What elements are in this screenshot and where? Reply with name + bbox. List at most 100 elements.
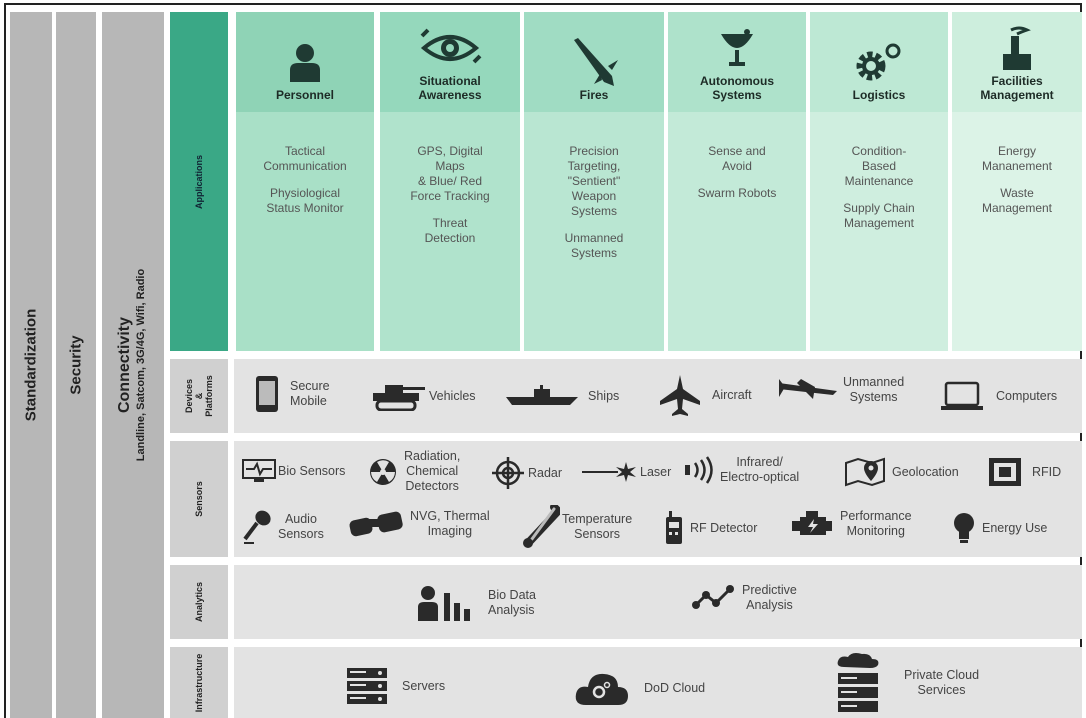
app-header: Facilities Management (952, 12, 1082, 112)
drone-icon (779, 379, 837, 399)
devices-layer-tag: Devices & Platforms (170, 359, 228, 433)
app-item: Energy Mananement (981, 144, 1053, 173)
devices-layer-label: Devices & Platforms (184, 375, 214, 417)
cloud-server-icon (837, 653, 879, 712)
device-label: Vehicles (429, 388, 476, 403)
security-label: Security (67, 335, 85, 395)
person-icon (288, 36, 322, 88)
ship-icon (506, 385, 578, 405)
laser-icon (582, 462, 636, 482)
device-label: Aircraft (712, 387, 752, 402)
app-item: Condition- Based Maintenance (844, 144, 914, 188)
sensor-bio: Bio Sensors (242, 459, 345, 483)
app-column-fires: Fires Precision Targeting, "Sentient" We… (524, 12, 664, 351)
app-item: Supply Chain Management (843, 201, 915, 230)
sensor-rfid: RFID (988, 457, 1061, 487)
analytics-layer-tag: Analytics (170, 565, 228, 639)
app-column-personnel: Personnel Tactical Communication Physiol… (236, 12, 374, 351)
sensor-performance: Performance Monitoring (790, 509, 912, 539)
app-column-facilities-management: Facilities Management Energy Mananement … (952, 12, 1082, 351)
app-body: Sense and Avoid Swarm Robots (668, 112, 806, 351)
app-title: Logistics (852, 88, 906, 102)
infrastructure-layer-label: Infrastructure (194, 653, 204, 712)
analytics-bio-data: Bio Data Analysis (418, 585, 536, 621)
sensor-radiation: Radiation, Chemical Detectors (368, 449, 460, 494)
radiation-icon (370, 458, 396, 485)
jet-icon (660, 375, 700, 416)
app-title: Fires (579, 88, 609, 102)
sensor-label: Infrared/ Electro-optical (720, 455, 800, 484)
infra-servers: Servers (346, 667, 445, 705)
infra-dod-cloud: DoD Cloud (574, 669, 705, 707)
analytics-predictive: Predictive Analysis (690, 583, 797, 613)
app-body: Condition- Based Maintenance Supply Chai… (810, 112, 948, 351)
device-vehicles: Vehicles (369, 381, 476, 411)
server-rack-icon (347, 668, 387, 704)
sensor-geolocation: Geolocation (844, 457, 959, 487)
app-item: Tactical Communication (263, 144, 347, 173)
app-column-logistics: Logistics Condition- Based Maintenance S… (810, 12, 948, 351)
sensor-label: Performance Monitoring (840, 509, 912, 538)
app-title: Autonomous Systems (700, 74, 774, 102)
app-header: Logistics (810, 12, 948, 112)
sensor-radar: Radar (492, 457, 562, 489)
radio-handset-icon (666, 511, 682, 544)
eye-radar-icon (418, 22, 482, 74)
connectivity-bar: Connectivity Landline, Satcom, 3G/4G, Wi… (102, 12, 164, 718)
device-secure-mobile: Secure Mobile (254, 375, 330, 413)
missile-icon (566, 36, 622, 88)
app-header: Fires (524, 12, 664, 112)
lightbulb-icon (954, 513, 974, 543)
analytics-band: Bio Data Analysis Predictive Analysis (234, 565, 1082, 639)
tank-icon (373, 385, 425, 411)
sensor-label: Geolocation (892, 464, 959, 479)
infra-private-cloud: Private Cloud Services (836, 653, 979, 713)
phone-icon (256, 376, 278, 412)
sensor-label: NVG, Thermal Imaging (410, 509, 490, 538)
app-column-autonomous-systems: Autonomous Systems Sense and Avoid Swarm… (668, 12, 806, 351)
sensor-energy: Energy Use (952, 511, 1047, 545)
connectivity-title: Connectivity (116, 317, 133, 414)
crosshair-icon (492, 457, 524, 489)
microphone-icon (243, 510, 271, 544)
app-item: Sense and Avoid (708, 144, 766, 173)
sensor-laser: Laser (582, 461, 671, 483)
device-unmanned-systems: Unmanned Systems (777, 375, 904, 405)
app-header: Personnel (236, 12, 374, 112)
device-ships: Ships (504, 385, 619, 407)
app-item: Unmanned Systems (564, 231, 624, 260)
sensors-band: Bio Sensors Radiation, Chemical Detector… (234, 441, 1082, 557)
device-label: Ships (588, 388, 620, 403)
security-bar: Security (56, 12, 96, 718)
sensor-infrared: Infrared/ Electro-optical (684, 455, 799, 485)
cloud-icon (575, 673, 628, 705)
sensor-audio: Audio Sensors (242, 509, 324, 545)
sensor-label: Bio Sensors (278, 463, 346, 478)
factory-icon (999, 22, 1035, 74)
standardization-label: Standardization (22, 308, 40, 422)
infra-label: Servers (402, 678, 446, 693)
app-item: Physiological Status Monitor (266, 186, 344, 215)
infra-label: Private Cloud Services (904, 668, 980, 697)
standardization-bar: Standardization (10, 12, 52, 718)
map-pin-icon (845, 457, 885, 487)
laptop-icon (941, 381, 983, 410)
app-body: Precision Targeting, "Sentient" Weapon S… (524, 112, 664, 351)
bio-data-chart-icon (418, 586, 470, 621)
sensor-temperature: Temperature Sensors (520, 505, 632, 549)
app-header: Situational Awareness (380, 12, 520, 112)
app-title: Situational Awareness (418, 74, 482, 102)
applications-layer-tag: Applications (170, 12, 228, 351)
analytics-label: Bio Data Analysis (488, 588, 536, 617)
app-item: Precision Targeting, "Sentient" Weapon S… (567, 144, 621, 218)
devices-band: Secure Mobile Vehicles Ships Aircraft Un… (234, 359, 1082, 433)
connectivity-subtitle: Landline, Satcom, 3G/4G, Wifi, Radio (135, 268, 147, 462)
app-item: Threat Detection (424, 216, 476, 245)
device-label: Unmanned Systems (843, 375, 905, 404)
app-body: GPS, Digital Maps & Blue/ Red Force Trac… (380, 112, 520, 351)
sensors-layer-label: Sensors (194, 481, 204, 517)
infrastructure-layer-tag: Infrastructure (170, 647, 228, 718)
sensor-label: Energy Use (982, 520, 1048, 535)
connectivity-labels: Connectivity Landline, Satcom, 3G/4G, Wi… (116, 269, 150, 461)
analytics-layer-label: Analytics (194, 581, 204, 623)
